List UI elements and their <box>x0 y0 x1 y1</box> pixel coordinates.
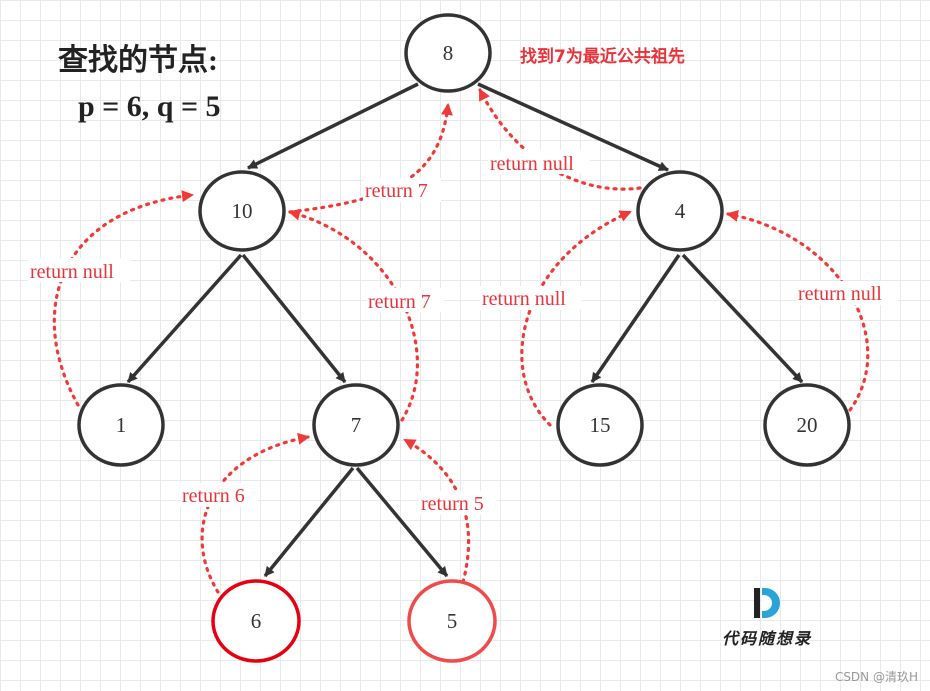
tree-node-5: 5 <box>407 579 497 663</box>
tree-node-15: 15 <box>556 383 644 467</box>
node-label-5: 5 <box>447 609 458 633</box>
edge-8-4 <box>477 82 669 172</box>
return-arrows <box>52 88 870 594</box>
watermark: CSDN @清玖H <box>834 670 918 684</box>
return-label-20-to-4: return null <box>798 283 882 305</box>
edge-7-5 <box>355 466 449 578</box>
return-label-10-to-8: return 7 <box>365 180 428 202</box>
edge-8-10 <box>247 82 419 170</box>
result-note: 找到7为最近公共祖先 <box>520 47 685 67</box>
return-arrow-1-to-10 <box>52 190 194 407</box>
edge-4-15 <box>590 254 681 383</box>
return-label-4-to-8: return null <box>490 153 574 175</box>
tree-node-4: 4 <box>636 170 724 252</box>
tree-node-10: 10 <box>198 170 286 252</box>
return-arrow-15-to-4 <box>520 210 632 427</box>
return-label-1-to-10: return null <box>30 261 114 283</box>
tree-nodes: 8 10 4 1 7 15 20 6 <box>77 13 851 663</box>
return-arrow-10-to-8 <box>288 103 453 214</box>
tree-edges <box>126 82 804 578</box>
tree-node-20: 20 <box>763 383 851 467</box>
return-labels: return null return 7 return 7 return nul… <box>28 150 898 515</box>
tree-node-8: 8 <box>404 13 492 93</box>
return-label-7-to-10: return 7 <box>368 291 431 313</box>
edge-4-20 <box>681 253 804 384</box>
tree-node-7: 7 <box>312 383 400 467</box>
return-label-5-to-7: return 5 <box>421 493 484 515</box>
node-label-4: 4 <box>675 199 686 223</box>
return-arrow-20-to-4 <box>726 209 870 412</box>
dm-logo-icon <box>754 588 780 618</box>
logo: 代码随想录 <box>712 588 822 649</box>
tree-node-1: 1 <box>77 383 165 467</box>
node-label-7: 7 <box>351 413 362 437</box>
node-label-10: 10 <box>232 199 253 223</box>
return-arrow-6-to-7 <box>200 432 310 594</box>
query-title: 查找的节点: p = 6, q = 5 <box>58 38 221 130</box>
return-label-6-to-7: return 6 <box>182 485 245 507</box>
query-title-line2: p = 6, q = 5 <box>78 90 221 123</box>
query-title-line1: 查找的节点: <box>58 44 218 77</box>
node-label-1: 1 <box>116 413 127 437</box>
return-arrow-7-to-10 <box>288 208 419 422</box>
node-label-6: 6 <box>251 609 262 633</box>
tree-node-6: 6 <box>211 579 301 663</box>
edge-10-7 <box>241 253 347 384</box>
node-label-20: 20 <box>797 413 818 437</box>
return-label-15-to-4: return null <box>482 288 566 310</box>
edge-7-6 <box>263 466 355 578</box>
edge-10-1 <box>126 253 243 384</box>
logo-text: 代码随想录 <box>721 629 812 648</box>
node-label-15: 15 <box>590 413 611 437</box>
node-label-8: 8 <box>443 41 454 65</box>
